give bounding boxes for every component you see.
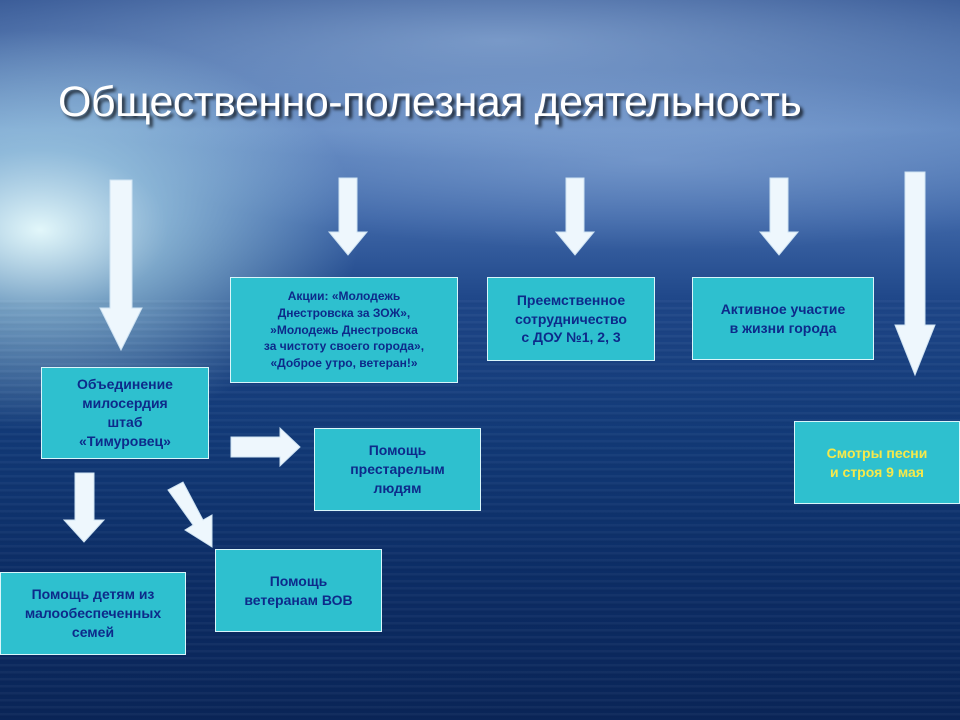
box-veteranam: Помощь ветеранам ВОВ bbox=[215, 549, 382, 632]
arrow-down-detyam bbox=[62, 472, 106, 543]
box-obyedinenie: Объединение милосердия штаб «Тимуровец» bbox=[41, 367, 209, 459]
arrow-down-obyedinenie bbox=[99, 179, 143, 352]
box-smotry-text: Смотры песни и строя 9 мая bbox=[826, 444, 928, 480]
box-akcii-text: Акции: «Молодежь Днестровска за ЗОЖ», »М… bbox=[263, 289, 425, 371]
box-veteranam-text: Помощь ветеранам ВОВ bbox=[244, 572, 353, 608]
slide-title: Общественно-полезная деятельность bbox=[58, 78, 802, 126]
box-prestarelym-text: Помощь престарелым людям bbox=[350, 442, 445, 496]
arrow-down-preemstvennoe bbox=[554, 177, 596, 256]
box-akcii: Акции: «Молодежь Днестровска за ЗОЖ», »М… bbox=[230, 277, 458, 383]
box-smotry: Смотры песни и строя 9 мая bbox=[794, 421, 960, 504]
arrow-down-akcii bbox=[327, 177, 369, 256]
box-detyam: Помощь детям из малообеспеченных семей bbox=[0, 572, 186, 655]
box-aktivnoe-text: Активное участие в жизни города bbox=[720, 300, 846, 336]
box-preemstvennoe: Преемственное сотрудничество с ДОУ №1, 2… bbox=[487, 277, 655, 361]
box-obyedinenie-text: Объединение милосердия штаб «Тимуровец» bbox=[77, 376, 173, 449]
arrow-down-smotry bbox=[894, 171, 936, 377]
box-aktivnoe: Активное участие в жизни города bbox=[692, 277, 874, 360]
arrow-right-prestarelym bbox=[230, 426, 301, 468]
arrow-diagonal-veteranam bbox=[167, 481, 213, 548]
box-prestarelym: Помощь престарелым людям bbox=[314, 428, 481, 511]
arrow-down-aktivnoe bbox=[758, 177, 800, 256]
box-detyam-text: Помощь детям из малообеспеченных семей bbox=[24, 586, 162, 640]
box-preemstvennoe-text: Преемственное сотрудничество с ДОУ №1, 2… bbox=[515, 291, 627, 346]
